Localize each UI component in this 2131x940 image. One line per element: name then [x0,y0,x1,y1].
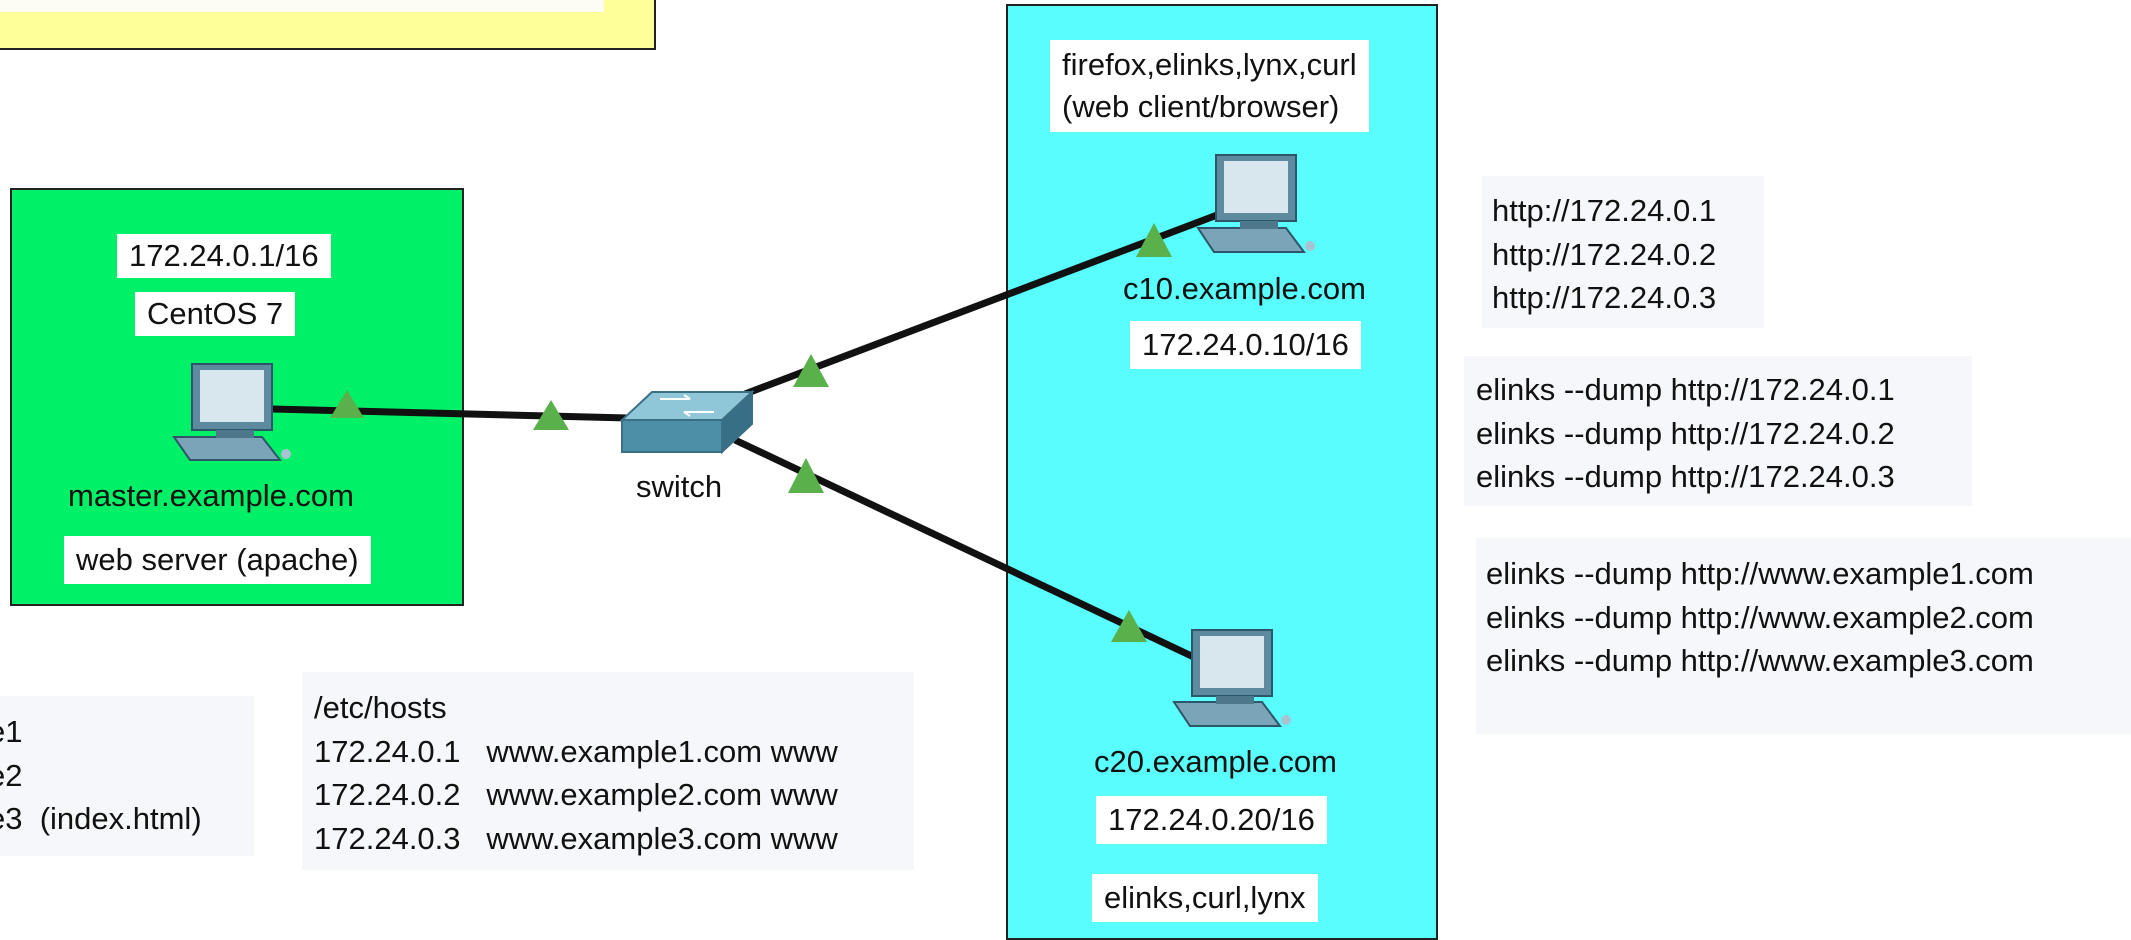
http-url-1: http://172.24.0.1 [1492,193,1717,228]
c10-ip-label: 172.24.0.10/16 [1130,321,1361,369]
top-yellow-note [0,0,656,50]
link-marker-icon [533,400,569,430]
clients-header-line1: firefox,elinks,lynx,curl [1062,47,1357,82]
elinks-www-note: elinks --dump http://www.example1.com el… [1476,538,2131,734]
master-os-label: CentOS 7 [135,292,296,336]
elinks-www-cmd-3: elinks --dump http://www.example3.com [1486,643,2034,678]
c20-tools-label: elinks,curl,lynx [1092,874,1318,922]
link-marker-icon [330,390,364,418]
elinks-www-cmd-1: elinks --dump http://www.example1.com [1486,556,2034,591]
master-computer-icon [172,363,291,461]
network-switch-icon [619,389,755,455]
docroot-note: e1 e2 e3 (index.html) [0,696,254,856]
master-ip-label: 172.24.0.1/16 [117,234,331,278]
docroot-line-2: e2 [0,757,23,793]
c20-hostname-label: c20.example.com [1094,744,1337,779]
link-marker-icon [788,458,824,493]
docroot-line-3: e3 (index.html) [0,801,202,836]
top-yellow-note-inner [0,0,604,12]
etc-hosts-line-1: 172.24.0.1 www.example1.com www [314,733,838,769]
switch-label: switch [636,469,723,504]
etc-hosts-line-2: 172.24.0.2 www.example2.com www [314,777,838,812]
clients-header-line2: (web client/browser) [1062,89,1340,124]
link-master-switch [271,405,629,422]
elinks-www-cmd-2: elinks --dump http://www.example2.com [1486,599,2034,635]
docroot-line-1: e1 [0,714,23,749]
http-urls-note: http://172.24.0.1 http://172.24.0.2 http… [1482,176,1764,328]
c20-computer-icon [1172,629,1291,727]
master-hostname-label: master.example.com [68,478,354,513]
clients-header: firefox,elinks,lynx,curl (web client/bro… [1050,40,1369,132]
link-marker-icon [1111,610,1147,642]
link-marker-icon [793,354,829,387]
master-role-label: web server (apache) [64,536,371,584]
c10-hostname-label: c10.example.com [1123,271,1366,306]
etc-hosts-line-3: 172.24.0.3 www.example3.com www [314,820,838,856]
http-url-3: http://172.24.0.3 [1492,280,1717,315]
c20-ip-label: 172.24.0.20/16 [1096,796,1327,844]
elinks-ip-cmd-3: elinks --dump http://172.24.0.3 [1476,459,1895,494]
elinks-ip-cmd-1: elinks --dump http://172.24.0.1 [1476,372,1895,407]
elinks-ip-note: elinks --dump http://172.24.0.1 elinks -… [1464,356,1972,506]
etc-hosts-title: /etc/hosts [314,690,447,725]
http-url-2: http://172.24.0.2 [1492,236,1717,272]
c10-computer-icon [1196,154,1315,253]
elinks-ip-cmd-2: elinks --dump http://172.24.0.2 [1476,415,1895,451]
link-marker-icon [1136,223,1172,257]
etc-hosts-note: /etc/hosts 172.24.0.1 www.example1.com w… [302,672,914,870]
